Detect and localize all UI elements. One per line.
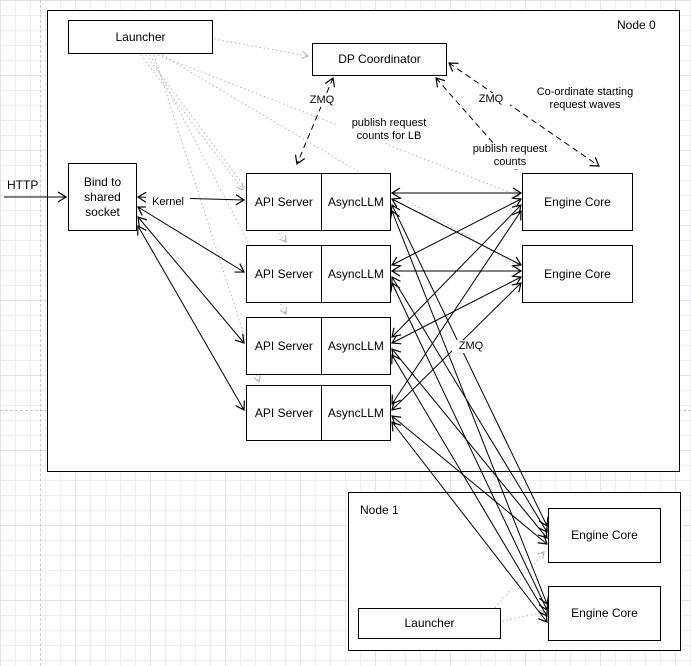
engine-core-box-node0-1: Engine Core [522,173,633,231]
asyncllm-cell: AsyncLLM [320,174,390,230]
zmq-label-mid: ZMQ [452,340,490,354]
asyncllm-cell: AsyncLLM [320,318,390,374]
launcher-box-node1: Launcher [358,608,501,639]
api-server-cell: API Server [254,266,313,281]
zmq-label-left: ZMQ [303,94,341,108]
api-server-row-2: API Server AsyncLLM [246,245,391,303]
engine-core-box-node0-2: Engine Core [522,245,633,303]
coordinate-waves-label: Co-ordinate starting request waves [524,86,646,113]
api-server-row-4: API Server AsyncLLM [246,385,391,441]
dp-coordinator-box: DP Coordinator [312,43,447,76]
asyncllm-cell: AsyncLLM [320,386,390,440]
api-server-row-1: API Server AsyncLLM [246,173,391,231]
engine-core-box-node1-2: Engine Core [548,586,661,641]
node0-label: Node 0 [617,18,656,32]
api-server-row-3: API Server AsyncLLM [246,317,391,375]
http-label: HTTP [7,178,39,192]
node1-label: Node 1 [360,503,399,517]
api-server-cell: API Server [254,338,313,353]
api-server-cell: API Server [254,194,313,209]
solid-arrows [4,187,550,623]
zmq-label-right: ZMQ [472,93,510,107]
api-server-cell: API Server [254,405,313,420]
asyncllm-cell: AsyncLLM [320,246,390,302]
bind-shared-socket-box: Bind to shared socket [68,163,137,231]
publish-lb-label: publish request counts for LB [338,117,440,144]
engine-core-box-node1-1: Engine Core [548,508,661,563]
launcher-box-node0: Launcher [68,20,213,54]
page-boundary-vertical [40,0,41,666]
publish-counts-label: publish request counts [465,143,555,170]
kernel-label: Kernel [146,196,190,210]
